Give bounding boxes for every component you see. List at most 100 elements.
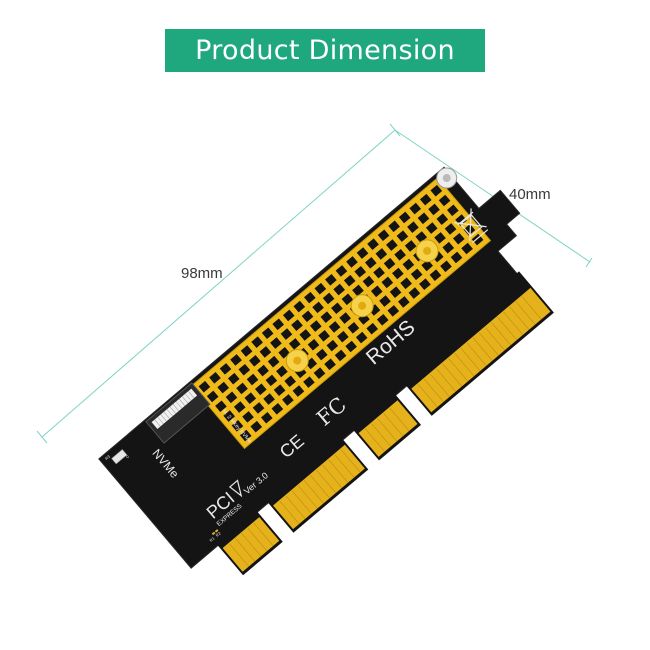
heatsink-vent	[309, 320, 322, 332]
heatsink-vent	[315, 348, 328, 361]
heatsink-vent	[354, 265, 367, 278]
heatsink-vent	[346, 256, 358, 268]
heatsink-vent	[209, 371, 221, 384]
heatsink-vent	[292, 385, 305, 397]
heatsink-vent	[239, 429, 252, 442]
heatsink-vent	[383, 257, 396, 270]
heatsink-vent	[366, 322, 379, 335]
heatsink-vent	[410, 268, 423, 281]
heatsink-vent	[388, 220, 400, 233]
heatsink-vent	[402, 258, 415, 271]
heatsink-vent	[352, 284, 364, 297]
heatsink-vent	[307, 338, 320, 351]
heatsink-vent	[430, 184, 443, 197]
heatsink-vent	[326, 339, 339, 352]
heatsink-vent	[400, 277, 412, 290]
heatsink-vent	[270, 337, 282, 349]
heatsink-vent	[434, 232, 446, 244]
heatsink-vent	[303, 291, 316, 304]
heatsink-vent	[305, 357, 318, 370]
pci-logo-mark	[228, 479, 243, 498]
heatsink-vent	[260, 411, 273, 424]
heatsink-vent	[244, 392, 257, 404]
heatsink-vent	[431, 250, 444, 263]
heatsink-vent	[301, 310, 314, 323]
heatsink-vent	[409, 202, 422, 215]
heatsink-vent	[398, 211, 411, 224]
component-label-r3: R3	[104, 453, 112, 461]
heatsink	[190, 177, 492, 450]
heatsink-vent	[334, 349, 347, 362]
heatsink-vent	[312, 301, 324, 314]
dimension-lines	[36, 123, 593, 444]
heatsink-vent	[217, 381, 230, 394]
heatsink-vent	[396, 230, 409, 242]
component-label-r2: R2	[215, 530, 223, 538]
heatsink-vent	[242, 411, 254, 423]
heatsink-vent	[257, 364, 269, 377]
heatsink-vent	[249, 355, 261, 367]
heatsink-vent	[417, 212, 430, 225]
heatsink-vent	[318, 330, 330, 342]
heatsink-vent	[236, 382, 248, 395]
heatsink-vent	[230, 354, 242, 366]
heatsink-vent	[225, 391, 238, 404]
heatsink-vent	[280, 328, 293, 340]
component-label-c: C	[125, 453, 131, 459]
heatsink-vent	[293, 300, 306, 313]
heatsink-vent	[447, 204, 459, 217]
heatsink-vent	[259, 346, 272, 358]
heatsink-vent	[251, 336, 263, 348]
heatsink-vent	[389, 286, 402, 298]
heatsink-vent	[425, 222, 438, 234]
length-dimension-line	[41, 129, 396, 438]
heatsink-vent	[250, 420, 263, 433]
heatsink-vent	[370, 285, 383, 298]
heatsink-vent	[333, 283, 345, 296]
heatsink-vent	[335, 265, 348, 277]
heatsink-vent	[341, 293, 354, 306]
heatsink-vent	[375, 248, 388, 260]
heatsink-vent	[271, 403, 284, 415]
heatsink-vent	[421, 259, 434, 272]
heatsink-vent	[198, 380, 211, 393]
heatsink-vent	[331, 302, 343, 315]
heatsink-vent	[408, 287, 421, 299]
heatsink-vent	[325, 273, 337, 286]
nvme-adapter-card: M. 2 Mkey NVMe NVMe RoHS FC CE Ver 3.0 P…	[98, 166, 554, 576]
heatsink-vent	[337, 330, 349, 343]
heatsink-vent	[345, 340, 357, 353]
heatsink-vent	[419, 278, 431, 290]
heatsink-vent	[233, 401, 246, 413]
heatsink-vent	[265, 374, 278, 387]
heatsink-vent	[206, 390, 219, 403]
heatsink-vent	[246, 373, 259, 386]
heatsink-vent	[263, 393, 275, 405]
heatsink-vent	[394, 249, 406, 261]
width-dimension-line	[394, 129, 591, 263]
heatsink-vent	[442, 241, 455, 254]
heatsink-vent	[303, 376, 315, 388]
heatsink-vent	[452, 232, 465, 245]
heatsink-vent	[227, 372, 240, 385]
heatsink-vent	[407, 221, 419, 234]
heatsink-vent	[368, 304, 381, 316]
heatsink-vent	[398, 296, 410, 308]
heatsink-vent	[282, 394, 294, 406]
heatsink-vent	[392, 267, 404, 280]
heatsink-vent	[367, 238, 379, 250]
heatsink-vent	[284, 375, 296, 388]
component-label-r1: R1	[208, 535, 216, 543]
heatsink-vent	[219, 363, 232, 375]
heatsink-vent	[376, 313, 389, 326]
length-dimension-label: 98mm	[181, 265, 223, 282]
heatsink-vent	[276, 365, 288, 378]
heatsink-vent	[356, 247, 369, 259]
heatsink-vent	[415, 231, 428, 243]
heatsink-vent	[362, 275, 375, 288]
heatsink-vent	[387, 305, 400, 317]
heatsink-vent	[444, 223, 457, 235]
heatsink-vent	[463, 224, 476, 236]
heatsink-vent	[386, 239, 398, 251]
